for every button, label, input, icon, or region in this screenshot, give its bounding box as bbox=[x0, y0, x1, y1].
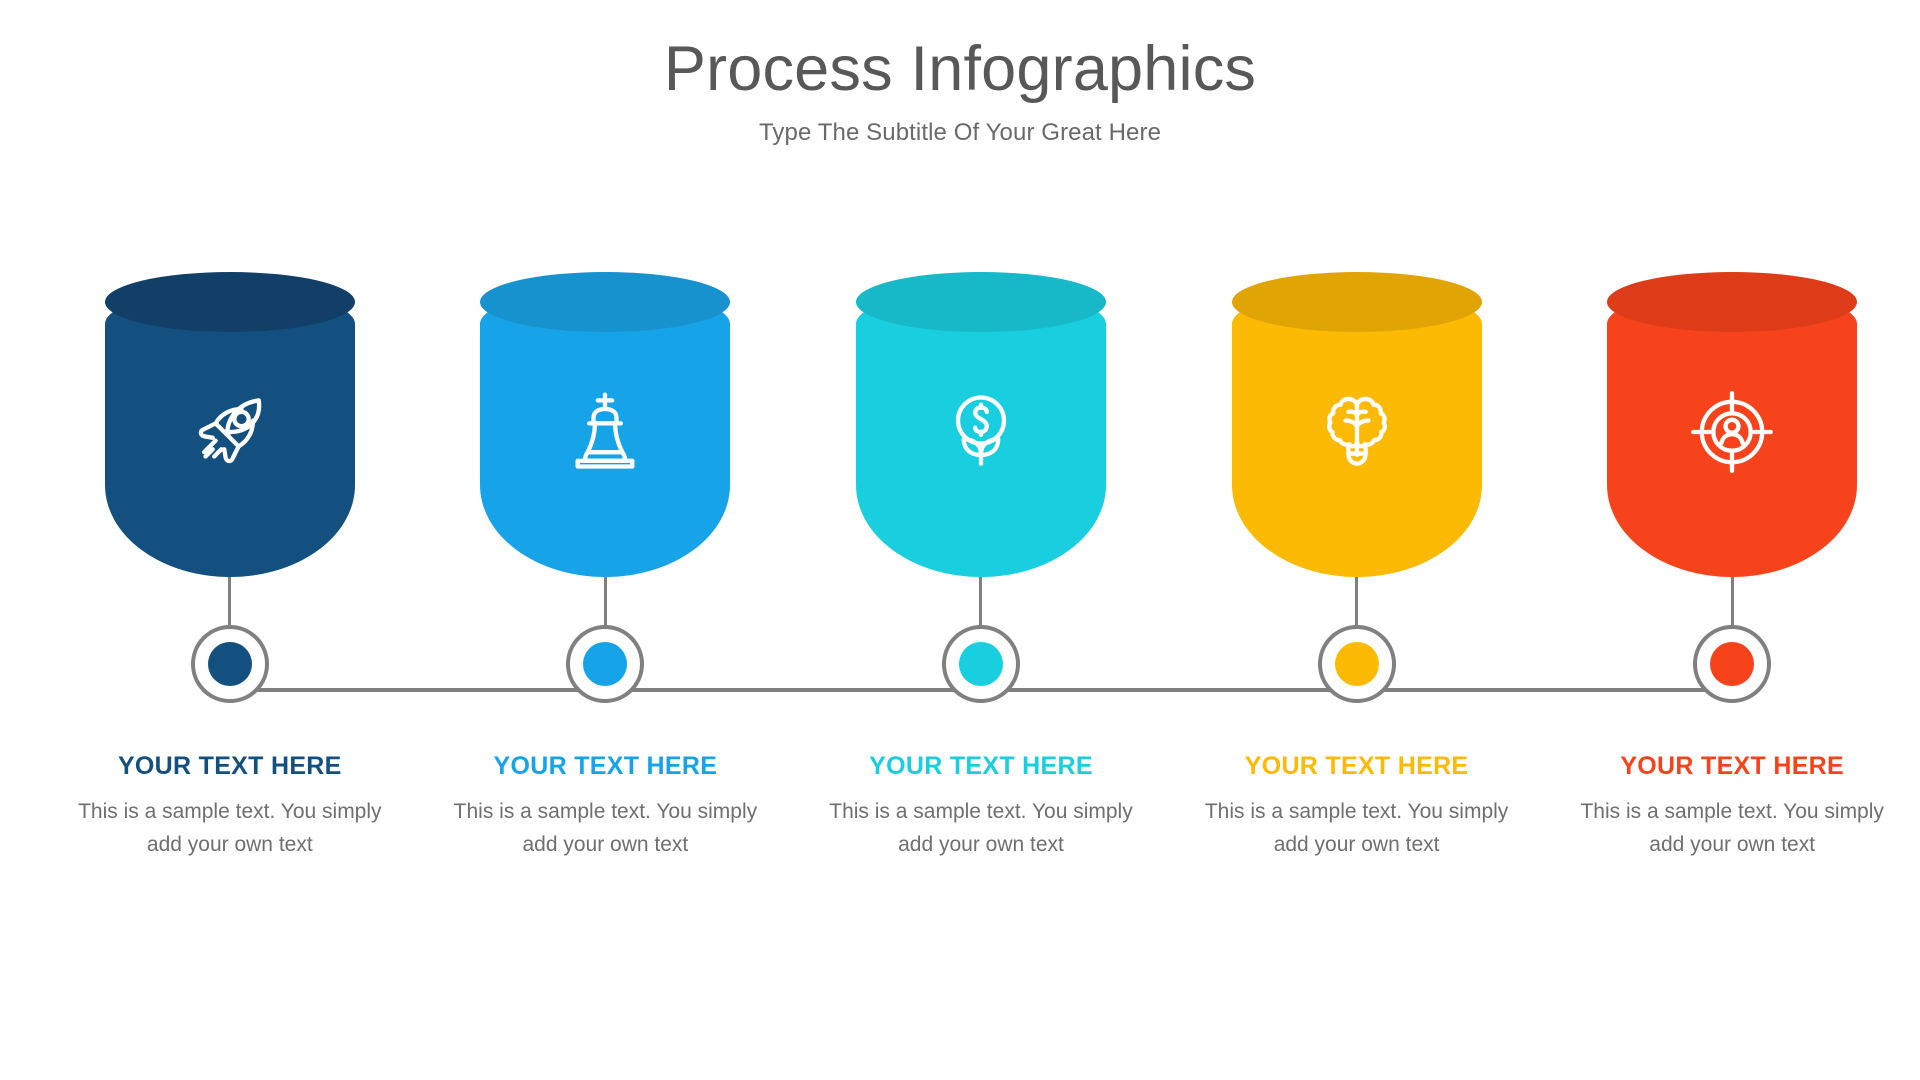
step-title-1: YOUR TEXT HERE bbox=[117, 752, 342, 780]
step-body-3: This is a sample text. You simply add yo… bbox=[829, 799, 1133, 856]
step-stem-2 bbox=[603, 577, 607, 625]
money-plant-icon bbox=[856, 272, 1106, 577]
rocket-icon bbox=[105, 272, 355, 577]
step-caption-3: YOUR TEXT HERE This is a sample text. Yo… bbox=[816, 752, 1146, 861]
vessel-top-ellipse-5 bbox=[1607, 272, 1858, 332]
step-title-5: YOUR TEXT HERE bbox=[1620, 752, 1844, 780]
step-caption-2: YOUR TEXT HERE This is a sample text. Yo… bbox=[440, 752, 770, 861]
vessel-top-ellipse-4 bbox=[1231, 272, 1482, 332]
process-step-1[interactable]: YOUR TEXT HERE This is a sample text. Yo… bbox=[42, 272, 418, 861]
vessel-top-ellipse-3 bbox=[855, 272, 1106, 332]
vessel-top-ellipse-1 bbox=[104, 272, 355, 332]
target-person-icon bbox=[1607, 272, 1857, 577]
chess-king-icon bbox=[480, 272, 730, 577]
node-dot-5 bbox=[1710, 642, 1755, 686]
timeline-node-4[interactable] bbox=[1317, 625, 1396, 703]
step-stem-5 bbox=[1730, 577, 1734, 625]
vessel-body-2 bbox=[480, 290, 731, 577]
slide-header: Process Infographics Type The Subtitle O… bbox=[0, 0, 1920, 147]
process-step-4[interactable]: YOUR TEXT HERE This is a sample text. Yo… bbox=[1169, 272, 1545, 861]
step-body-2: This is a sample text. You simply add yo… bbox=[453, 799, 758, 856]
step-title-4: YOUR TEXT HERE bbox=[1244, 752, 1469, 780]
step-stem-1 bbox=[228, 577, 232, 625]
step-vessel-3[interactable] bbox=[855, 272, 1106, 577]
vessel-top-ellipse-2 bbox=[480, 272, 731, 332]
timeline-node-3[interactable] bbox=[941, 625, 1020, 703]
step-stem-4 bbox=[1355, 577, 1359, 625]
process-steps: YOUR TEXT HERE This is a sample text. Yo… bbox=[0, 272, 1920, 861]
step-caption-5: YOUR TEXT HERE This is a sample text. Yo… bbox=[1567, 752, 1897, 861]
node-dot-3 bbox=[958, 642, 1003, 686]
step-vessel-5[interactable] bbox=[1607, 272, 1858, 577]
node-dot-4 bbox=[1334, 642, 1379, 686]
brain-idea-icon bbox=[1232, 272, 1482, 577]
step-title-2: YOUR TEXT HERE bbox=[493, 752, 718, 780]
step-title-3: YOUR TEXT HERE bbox=[869, 752, 1093, 780]
page-title: Process Infographics bbox=[663, 34, 1257, 104]
process-step-3[interactable]: YOUR TEXT HERE This is a sample text. Yo… bbox=[793, 272, 1169, 861]
process-step-5[interactable]: YOUR TEXT HERE This is a sample text. Yo… bbox=[1544, 272, 1920, 861]
step-vessel-2[interactable] bbox=[480, 272, 731, 577]
node-dot-1 bbox=[207, 642, 252, 686]
step-caption-4: YOUR TEXT HERE This is a sample text. Yo… bbox=[1192, 752, 1522, 861]
page-subtitle: Type The Subtitle Of Your Great Here bbox=[758, 118, 1162, 146]
step-stem-3 bbox=[979, 577, 983, 625]
step-body-5: This is a sample text. You simply add yo… bbox=[1580, 799, 1884, 856]
timeline-node-1[interactable] bbox=[190, 625, 269, 703]
step-caption-1: YOUR TEXT HERE This is a sample text. Yo… bbox=[65, 752, 395, 861]
timeline-node-5[interactable] bbox=[1693, 625, 1772, 703]
node-dot-2 bbox=[583, 642, 628, 686]
step-body-4: This is a sample text. You simply add yo… bbox=[1204, 799, 1509, 856]
timeline-node-2[interactable] bbox=[566, 625, 645, 703]
step-vessel-4[interactable] bbox=[1231, 272, 1482, 577]
step-body-1: This is a sample text. You simply add yo… bbox=[78, 799, 382, 856]
process-step-2[interactable]: YOUR TEXT HERE This is a sample text. Yo… bbox=[418, 272, 794, 861]
step-vessel-1[interactable] bbox=[104, 272, 355, 577]
